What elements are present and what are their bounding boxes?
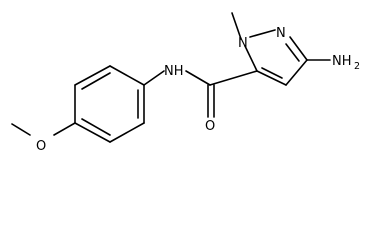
atom-nh2-subscript: 2	[354, 61, 360, 72]
bond-c4-c5-outer	[256, 70, 287, 86]
bond-c5-n1	[244, 45, 258, 72]
bond-ar3-ar4	[74, 122, 111, 143]
atom-n1-label: N	[238, 36, 248, 51]
bond-ar4-ether-o	[53, 122, 76, 136]
bond-n1-methyl	[231, 12, 242, 40]
bond-n2-c3-inner	[285, 43, 300, 62]
bond-n1-n2	[249, 29, 276, 38]
bond-ar3-ar4-inner	[81, 118, 111, 136]
bond-ar5-ar6	[74, 65, 111, 86]
bond-c4-c5-inner	[261, 67, 283, 79]
bond-ar5-ar6-inner	[81, 72, 111, 90]
atom-nh2-label: NH	[332, 54, 352, 69]
bond-c5-carbonyl	[209, 70, 258, 86]
bond-nh-aryl	[143, 70, 165, 86]
atom-ether-o-label: O	[36, 139, 46, 154]
bond-c3-c4	[285, 59, 308, 86]
atom-n2-label: N	[276, 26, 286, 41]
atom-carbonyl-o-label: O	[205, 119, 215, 134]
bond-ar2-ar3	[109, 122, 145, 143]
molecule-diagram: N N NH 2 NH O O	[11, 12, 360, 154]
bond-carbonyl-nh	[185, 70, 211, 86]
bond-ether-o-methyl	[11, 123, 31, 136]
bond-n2-c3-outer	[289, 36, 308, 61]
bond-ar6-ar1	[109, 65, 145, 86]
atom-amide-nh-label: NH	[164, 64, 184, 79]
structure-canvas: N N NH 2 NH O O	[11, 12, 361, 154]
